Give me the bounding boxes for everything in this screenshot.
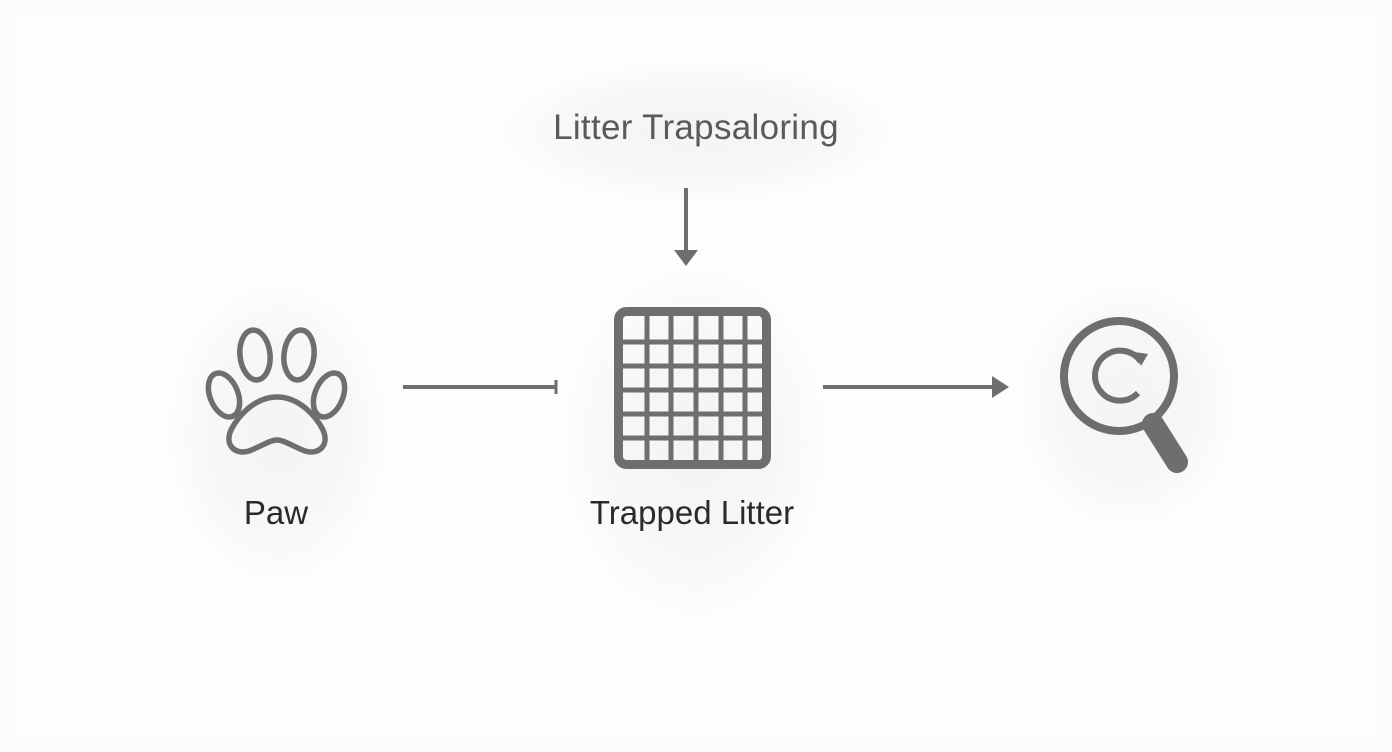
top-label-glow bbox=[505, 62, 890, 202]
arrow-paw-to-trap bbox=[403, 380, 558, 394]
trapped-litter-label: Trapped Litter bbox=[589, 494, 795, 531]
paw-glow bbox=[170, 285, 385, 580]
down-arrow bbox=[674, 188, 698, 266]
top-label: Litter Trapsaloring bbox=[553, 108, 839, 147]
grid-mat-icon bbox=[614, 307, 771, 469]
magnifier-icon bbox=[1060, 317, 1188, 473]
arrow-trap-to-magnifier bbox=[823, 376, 1009, 398]
paw-icon bbox=[205, 327, 348, 455]
paw-label: Paw bbox=[243, 494, 309, 531]
